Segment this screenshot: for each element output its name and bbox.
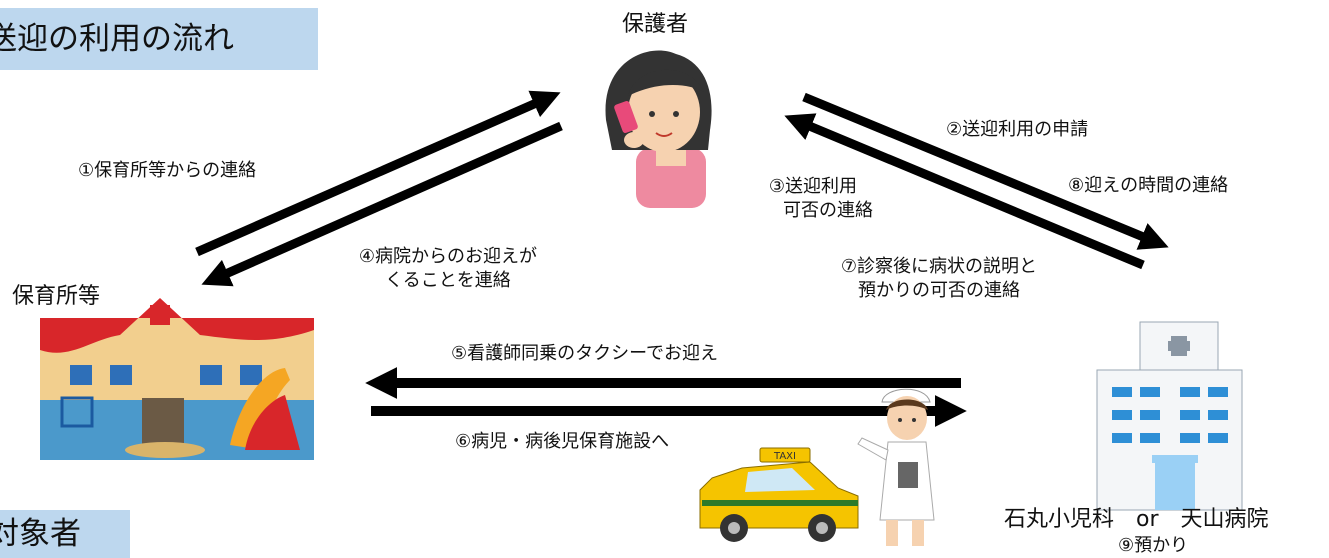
flow-heading: 送迎の利用の流れ — [0, 8, 318, 70]
flow-heading-text: 送迎の利用の流れ — [0, 20, 234, 57]
step-3-line-2: 可否の連絡 — [783, 200, 873, 222]
nursery-label: 保育所等 — [12, 284, 101, 309]
step-6-label: ⑥病児・病後児保育施設へ — [455, 431, 670, 452]
step-8-label: ⑧迎えの時間の連絡 — [1068, 175, 1229, 196]
step-4-label: ④病院からのお迎えが くることを連絡 — [318, 245, 578, 294]
nursery-illustration — [40, 298, 314, 460]
target-heading: 対象者 — [0, 510, 130, 558]
step-2-label: ②送迎利用の申請 — [946, 119, 1089, 140]
hospital-label: 石丸小児科 or 天山病院 — [1004, 507, 1269, 532]
step-5-label: ⑤看護師同乗のタクシーでお迎え — [451, 343, 719, 364]
step-3-line-1: ③送迎利用 — [768, 176, 858, 197]
arrow-hospital-to-guardian — [784, 113, 1145, 270]
taxi-illustration: TAXI — [699, 447, 859, 542]
hospital-note: ⑨預かり — [1118, 535, 1189, 556]
taxi-sign: TAXI — [773, 451, 796, 462]
step-1-label: ①保育所等からの連絡 — [78, 160, 257, 181]
arrow-guardian-to-hospital — [802, 92, 1169, 250]
nurse-illustration — [857, 388, 935, 546]
step-3-label: ③送迎利用 可否の連絡 — [738, 175, 888, 224]
step-7-line-2: 預かりの可否の連絡 — [858, 280, 1020, 302]
target-heading-text: 対象者 — [0, 515, 81, 552]
step-7-label: ⑦診察後に病状の説明と 預かりの可否の連絡 — [794, 255, 1084, 304]
hospital-illustration — [1096, 321, 1243, 511]
guardian-illustration — [605, 50, 712, 208]
arrow-nursery-to-guardian — [195, 90, 561, 257]
step-4-line-1: ④病院からのお迎えが — [358, 246, 538, 267]
arrow-guardian-to-nursery — [201, 121, 563, 287]
guardian-label: 保護者 — [622, 12, 689, 37]
step-4-line-2: くることを連絡 — [385, 270, 511, 292]
step-7-line-1: ⑦診察後に病状の説明と — [840, 256, 1038, 277]
